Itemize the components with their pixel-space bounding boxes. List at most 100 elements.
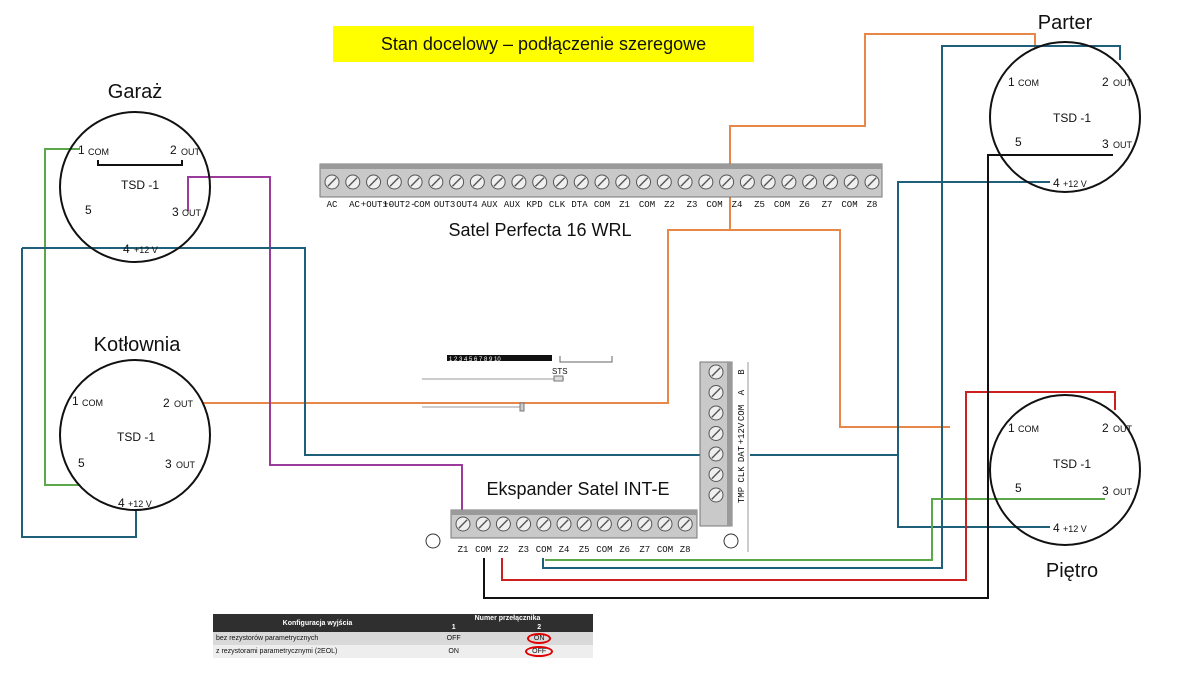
parter-pin1: 1 (1008, 75, 1015, 89)
config-row-c2-circled: ON (526, 633, 552, 644)
parter-pin3: 3 (1102, 137, 1109, 151)
expander-terminal-label: COM (475, 545, 491, 555)
expander-terminal-label: Z1 (458, 545, 469, 555)
terminal-screw-slot (389, 177, 400, 187)
parter-model: TSD -1 (1053, 111, 1091, 125)
terminal-screw-slot (638, 177, 649, 187)
terminal-screw-slot (576, 177, 586, 187)
expander-bottom-screws (455, 516, 693, 532)
kotlownia-pin3-sub: OUT (176, 460, 196, 470)
wire-black-garaz-bridge (97, 160, 183, 166)
terminal-screw-slot (711, 490, 721, 500)
sensor-kotlownia: Kotłownia 1 COM 2 OUT TSD -1 5 3 OUT 4 +… (59, 334, 211, 511)
terminal-screw-slot (711, 449, 721, 459)
terminal-screw-slot (472, 177, 483, 187)
terminal-screw-slot (846, 177, 856, 187)
perfecta-terminal-label: AUX (504, 200, 521, 210)
garaz-pin2-sub: OUT (181, 147, 201, 157)
kotlownia-pin4: 4 (118, 496, 125, 510)
expander-board: 1 2 3 4 5 6 7 8 9 10 STS BACOM+12VDATCLK… (422, 355, 749, 555)
terminal-screw-slot (711, 387, 721, 398)
terminal-screw-slot (825, 177, 836, 187)
expander-terminal-label: COM (657, 545, 673, 555)
terminal-screw-slot (721, 177, 732, 187)
pietro-pin1: 1 (1008, 421, 1015, 435)
config-row-c2-circled: OFF (525, 646, 554, 657)
terminal-screw-slot (498, 519, 509, 529)
terminal-screw-slot (784, 177, 794, 187)
perfecta-terminal-label: DTA (571, 200, 588, 210)
parter-pin2-sub: OUT (1113, 78, 1133, 88)
perfecta-terminal-label: COM (841, 200, 857, 210)
expander-side-label: DAT (737, 445, 747, 462)
garaz-pin5: 5 (85, 203, 92, 217)
terminal-screw-slot (539, 519, 549, 529)
config-row-c1: ON (422, 645, 486, 658)
terminal-screw-slot (619, 519, 630, 529)
wire-orange-parter (729, 33, 1036, 428)
expander-side-label: COM (737, 405, 747, 421)
dip-switch-block (447, 355, 552, 361)
parter-pin4: 4 (1053, 176, 1060, 190)
expander-side-label: TMP (737, 487, 747, 503)
expander-title: Ekspander Satel INT-E (486, 479, 669, 499)
pietro-model: TSD -1 (1053, 457, 1091, 471)
sensor-garaz: Garaż 1 COM 2 OUT TSD -1 5 3 OUT 4 +12 V (59, 81, 211, 263)
kotlownia-model: TSD -1 (117, 430, 155, 444)
terminal-screw-slot (618, 177, 628, 187)
mounting-hole-right (723, 533, 739, 549)
terminal-screw-slot (534, 177, 545, 187)
wire-purple-garaz (187, 176, 463, 520)
pietro-pin2: 2 (1102, 421, 1109, 435)
garaz-pin4: 4 (123, 242, 130, 256)
perfecta-terminal-label: COM (774, 200, 790, 210)
perfecta-terminal-label: Z4 (732, 200, 743, 210)
perfecta-terminal-label: AUX (481, 200, 498, 210)
title-banner: Stan docelowy – podłączenie szeregowe (333, 26, 754, 62)
garaz-pin3: 3 (172, 205, 179, 219)
parter-pin3-sub: OUT (1113, 140, 1133, 150)
terminal-screw-slot (555, 177, 566, 187)
wire-orange-kotlownia (100, 229, 730, 404)
pietro-pin3: 3 (1102, 484, 1109, 498)
sensor-kotlownia-title: Kotłownia (94, 334, 182, 356)
terminal-screw-slot (804, 177, 815, 187)
perfecta-terminal-label: COM (414, 200, 430, 210)
sensor-pietro: Piętro 1 COM 2 OUT TSD -1 5 3 OUT 4 +12 … (989, 394, 1141, 582)
expander-terminal-label: Z7 (639, 545, 650, 555)
expander-side-label: CLK (737, 466, 747, 483)
perfecta-terminal-label: +OUT2- (383, 200, 415, 210)
perfecta-terminal-label: COM (639, 200, 655, 210)
sensor-garaz-title: Garaż (108, 81, 162, 103)
config-col-1: 1 (422, 623, 486, 632)
perfecta-terminal-label: AC (349, 200, 360, 210)
garaz-pin2: 2 (170, 143, 177, 157)
expander-terminal-label: COM (536, 545, 552, 555)
garaz-model: TSD -1 (121, 178, 159, 192)
expander-terminal-label: Z5 (579, 545, 590, 555)
wire-blue-parter-12v (897, 181, 1050, 528)
parter-pin1-sub: COM (1018, 78, 1039, 88)
expander-terminal-label: Z4 (559, 545, 570, 555)
pietro-pin4-sub: +12 V (1063, 524, 1087, 534)
kotlownia-pin1-sub: COM (82, 398, 103, 408)
terminal-screw-slot (478, 519, 488, 529)
terminal-screw-slot (431, 177, 441, 187)
config-row-label: z rezystorami parametrycznymi (2EOL) (213, 645, 422, 658)
expander-terminal-label: Z2 (498, 545, 509, 555)
garaz-pin3-sub: OUT (182, 208, 202, 218)
pietro-pin2-sub: OUT (1113, 424, 1133, 434)
garaz-pin1: 1 (78, 143, 85, 157)
wire-blue-garaz (21, 248, 137, 538)
sts-label: STS (552, 367, 568, 376)
terminal-screw-slot (867, 177, 877, 187)
perfecta-terminal-label: KPD (526, 200, 542, 210)
terminal-screw-slot (711, 408, 721, 418)
wire-red-pietro (501, 391, 1116, 581)
terminal-screw-slot (368, 177, 379, 187)
perfecta-terminal-label: Z3 (687, 200, 698, 210)
pietro-pin5: 5 (1015, 481, 1022, 495)
table-row: bez rezystorów parametrycznych OFF ON (213, 632, 593, 645)
terminal-screw-slot (680, 177, 690, 187)
